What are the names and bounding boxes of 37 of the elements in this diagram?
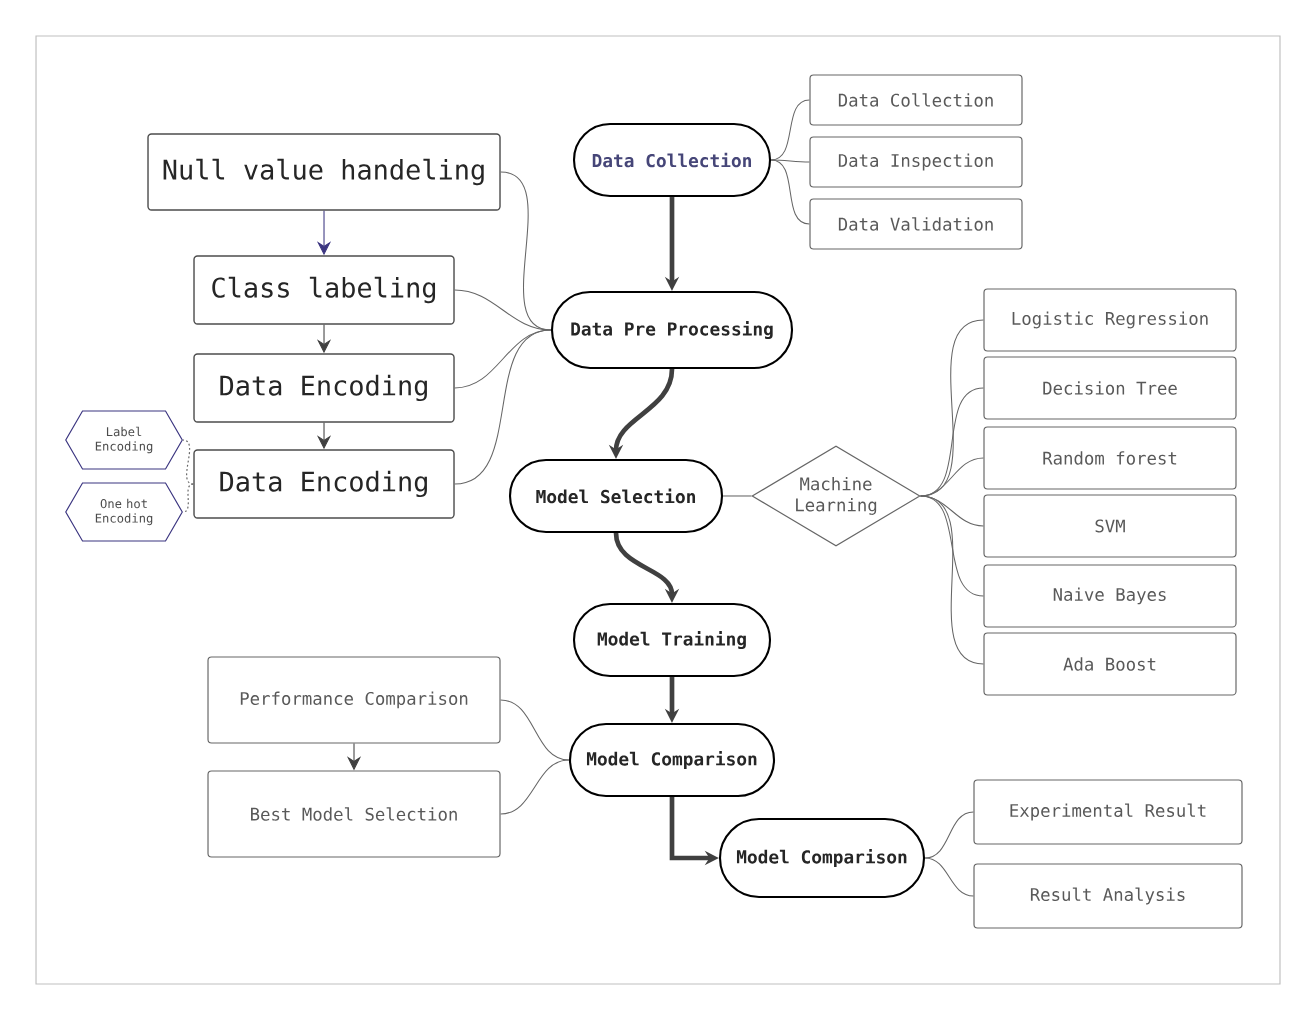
connector-line	[920, 495, 984, 665]
connector-line	[770, 99, 810, 161]
process-pill: Model Comparison	[718, 817, 926, 899]
item-box: Ada Boost	[983, 632, 1237, 696]
item-box: Data Inspection	[809, 136, 1023, 188]
item-box: Naive Bayes	[983, 564, 1237, 628]
item-box: Decision Tree	[983, 356, 1237, 420]
connector-line	[924, 811, 974, 859]
step-box: Null value handeling	[147, 133, 501, 211]
connector-line	[770, 159, 810, 225]
process-pill: Model Comparison	[568, 722, 776, 798]
item-box: Data Collection	[809, 74, 1023, 126]
connector-line	[770, 159, 810, 163]
item-box: SVM	[983, 494, 1237, 558]
connector-line	[454, 289, 552, 331]
connector-line	[500, 699, 570, 761]
connector-line	[182, 483, 194, 513]
process-pill: Data Pre Processing	[550, 290, 794, 370]
process-pill: Model Training	[572, 602, 772, 678]
item-box: Performance Comparison	[207, 656, 501, 744]
connector-line	[182, 439, 194, 485]
connector-line	[500, 759, 570, 815]
item-box: Experimental Result	[973, 779, 1243, 845]
step-box: Data Encoding	[193, 449, 455, 519]
item-box: Data Validation	[809, 198, 1023, 250]
item-box: Random forest	[983, 426, 1237, 490]
process-pill: Data Collection	[572, 122, 772, 198]
connector-line	[454, 329, 552, 485]
item-box: Result Analysis	[973, 863, 1243, 929]
item-box: Best Model Selection	[207, 770, 501, 858]
process-pill: Model Selection	[508, 458, 724, 534]
connector-line	[920, 457, 984, 497]
connector-line	[722, 495, 752, 497]
step-box: Class labeling	[193, 255, 455, 325]
item-box: Logistic Regression	[983, 288, 1237, 352]
step-box: Data Encoding	[193, 353, 455, 423]
connector-line	[924, 857, 974, 897]
